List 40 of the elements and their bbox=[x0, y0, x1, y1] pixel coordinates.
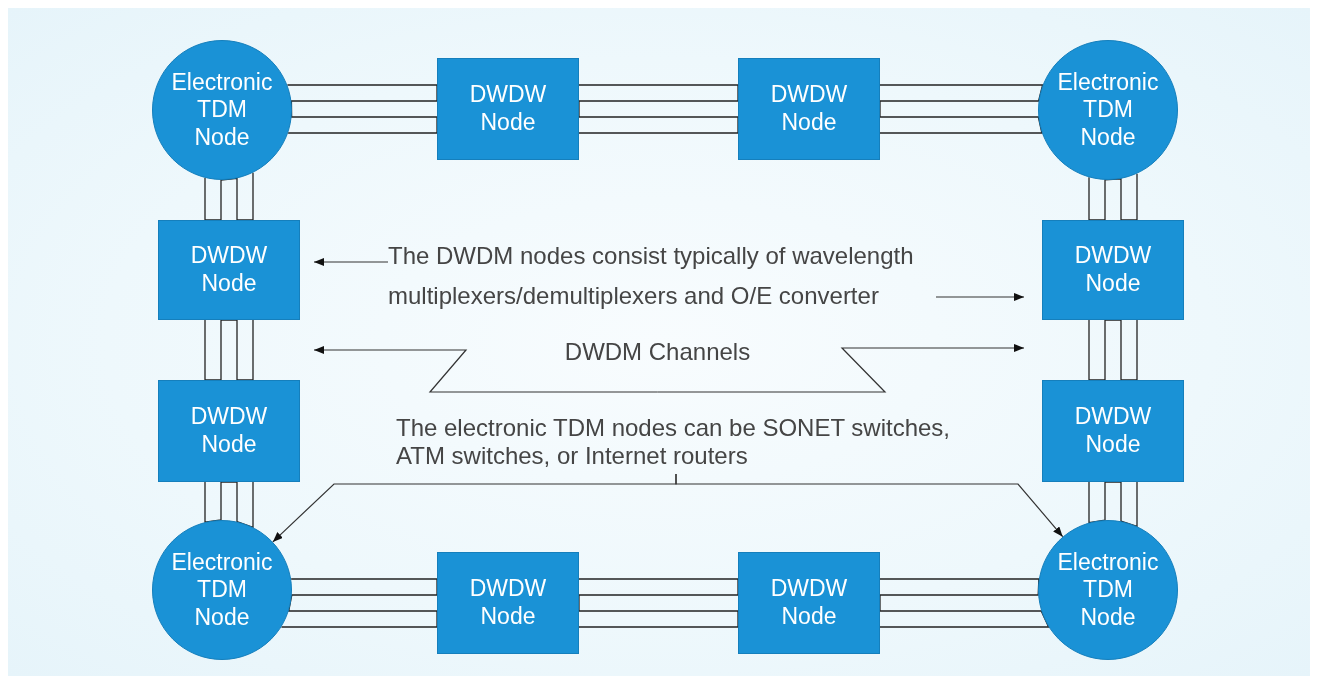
node-label: DWDW Node bbox=[468, 81, 548, 137]
fiber-lines bbox=[286, 84, 438, 134]
node-box bbox=[437, 58, 579, 160]
node-label: DWDW Node bbox=[1073, 242, 1153, 298]
fiber-lines bbox=[204, 481, 254, 529]
annotation-text: The DWDM nodes consist typically of wavelength multiplexers/demultiplexers and O/E converter bbox=[388, 241, 915, 312]
node-label: Electronic TDM Node bbox=[1056, 68, 1160, 152]
fiber-lines bbox=[1088, 481, 1138, 528]
node-label: DWDW Node bbox=[769, 81, 849, 137]
node-box bbox=[437, 552, 579, 654]
node-box bbox=[158, 220, 300, 320]
arrow bbox=[313, 346, 659, 393]
fiber-lines bbox=[280, 578, 438, 628]
arrow bbox=[313, 258, 389, 266]
annotation-text: DWDM Channels bbox=[564, 337, 751, 367]
fiber-lines bbox=[1088, 173, 1138, 221]
fiber-lines bbox=[204, 319, 254, 381]
fiber-lines bbox=[578, 84, 739, 134]
node-label: DWDW Node bbox=[189, 403, 269, 459]
node-box bbox=[738, 552, 880, 654]
node-label: Electronic TDM Node bbox=[170, 548, 274, 632]
node-box bbox=[158, 380, 300, 482]
node-box bbox=[738, 58, 880, 160]
fiber-lines bbox=[204, 172, 254, 221]
node-label: Electronic TDM Node bbox=[1056, 548, 1160, 632]
arrow bbox=[675, 473, 1064, 538]
fiber-lines bbox=[879, 84, 1044, 134]
fiber-lines bbox=[578, 578, 739, 628]
node-label: DWDW Node bbox=[769, 575, 849, 631]
fiber-lines bbox=[879, 578, 1050, 628]
node-box bbox=[1042, 380, 1184, 482]
arrow bbox=[656, 344, 1025, 393]
node-label: DWDW Node bbox=[189, 242, 269, 298]
node-label: DWDW Node bbox=[468, 575, 548, 631]
annotation-text: The electronic TDM nodes can be SONET switches, ATM switches, or Internet routers bbox=[396, 414, 951, 470]
arrow bbox=[935, 293, 1025, 301]
node-label: DWDW Node bbox=[1073, 403, 1153, 459]
node-label: Electronic TDM Node bbox=[170, 68, 274, 152]
fiber-lines bbox=[1088, 319, 1138, 381]
node-box bbox=[1042, 220, 1184, 320]
